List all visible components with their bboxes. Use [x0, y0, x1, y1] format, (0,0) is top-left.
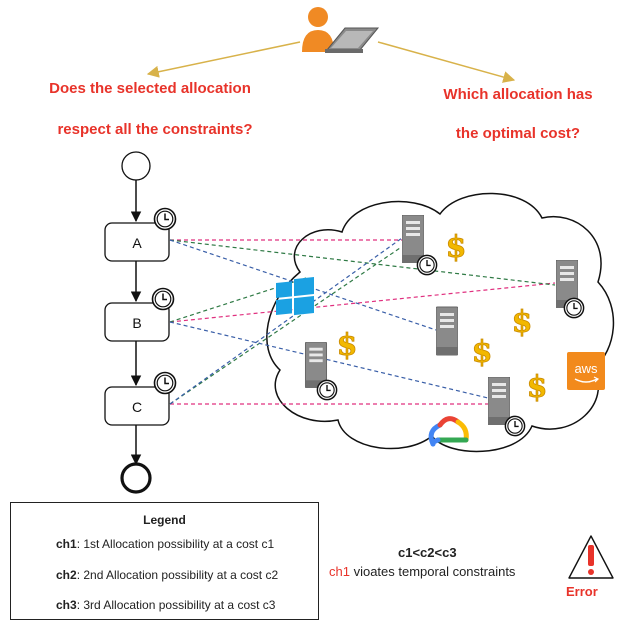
legend-item-ch2: ch2: 2nd Allocation possibility at a cos… — [56, 568, 278, 582]
legend-box: Legend — [10, 502, 319, 620]
violation-text: vioates temporal constraints — [349, 564, 516, 579]
legend-item-ch3: ch3: 3rd Allocation possibility at a cos… — [56, 598, 275, 612]
aws-logo: aws — [567, 352, 605, 390]
legend-text-ch3: : 3rd Allocation possibility at a cost c… — [76, 598, 276, 612]
timer-icon-b — [151, 287, 175, 311]
end-event — [120, 462, 152, 494]
legend-title: Legend — [143, 513, 186, 527]
svg-text:aws: aws — [574, 361, 598, 376]
server-timer-icon-4 — [316, 379, 338, 401]
dollar-icon-4 — [336, 328, 358, 360]
google-cloud-logo — [428, 416, 469, 447]
dollar-icon-1 — [445, 230, 467, 262]
windows-logo — [276, 277, 314, 316]
user-laptop-icon — [302, 7, 380, 53]
task-a-label: A — [132, 235, 142, 251]
server-icon-3 — [436, 306, 458, 356]
legend-key-ch1: ch1 — [56, 537, 77, 551]
violation-note: ch1 vioates temporal constraints — [329, 564, 515, 579]
legend-item-ch1: ch1: 1st Allocation possibility at a cos… — [56, 537, 274, 551]
legend-key-ch2: ch2 — [56, 568, 77, 582]
cost-order-note: c1<c2<c3 — [398, 545, 457, 560]
task-b-label: B — [132, 315, 141, 331]
question-left-line1: Does the selected allocation — [49, 80, 251, 97]
allocation-lines-ch1 — [169, 239, 556, 405]
dollar-icon-5 — [526, 370, 548, 402]
legend-text-ch2: : 2nd Allocation possibility at a cost c… — [76, 568, 279, 582]
legend-key-ch3: ch3 — [56, 598, 77, 612]
question-left-line2: respect all the constraints? — [57, 121, 253, 138]
task-b: B — [104, 302, 170, 342]
arrow-to-left-question — [146, 41, 301, 78]
task-c-label: C — [132, 399, 142, 415]
dollar-icon-3 — [471, 335, 493, 367]
question-right-line1: Which allocation has — [443, 86, 593, 103]
error-label: Error — [566, 584, 598, 599]
server-icon-1 — [402, 215, 424, 263]
timer-icon-a — [153, 207, 177, 231]
start-event — [121, 151, 151, 181]
server-timer-icon-5 — [504, 415, 526, 437]
server-timer-icon-1 — [416, 254, 438, 276]
timer-icon-c — [153, 371, 177, 395]
task-a: A — [104, 222, 170, 262]
violation-prefix: ch1 — [329, 564, 350, 579]
task-c: C — [104, 386, 170, 426]
legend-text-ch1: : 1st Allocation possibility at a cost c… — [76, 537, 275, 551]
server-timer-icon-2 — [563, 297, 585, 319]
question-right-line2: the optimal cost? — [455, 125, 581, 142]
dollar-icon-2 — [511, 305, 533, 337]
server-icon-5 — [488, 377, 510, 425]
arrow-to-right-question — [377, 41, 516, 83]
warning-icon — [568, 535, 614, 579]
